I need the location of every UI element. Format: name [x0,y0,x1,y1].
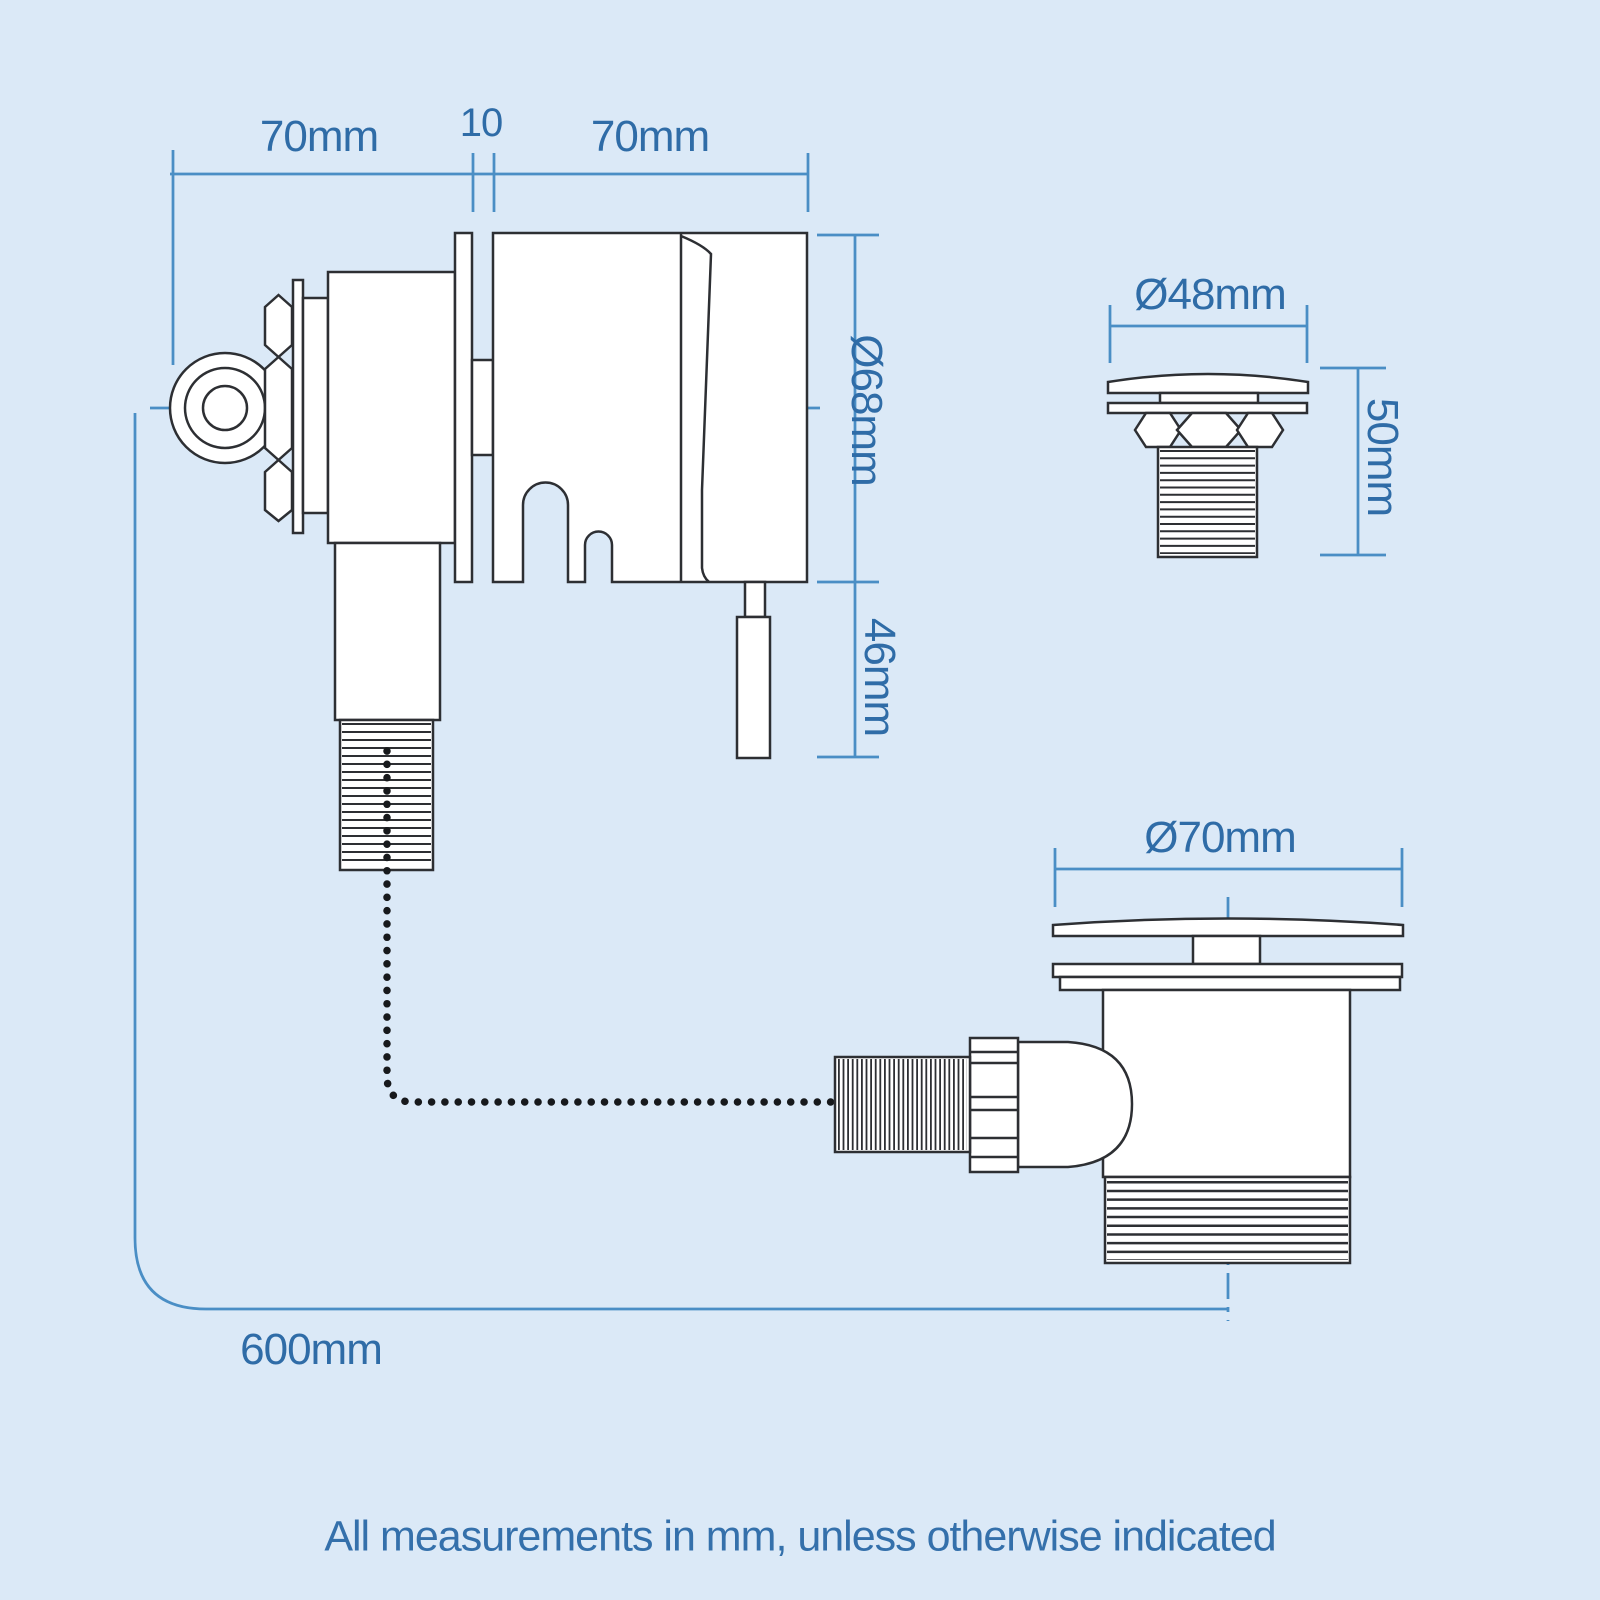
valve-plate-connector [470,358,495,457]
basin-waste-side-view [1106,372,1310,559]
basin-waste-diameter-dimension [1108,305,1309,363]
bath-waste-flange-upper [1051,962,1404,979]
dim-label-valve-body-diameter: Ø68mm [842,334,891,486]
valve-outlet-rings [168,351,282,465]
basin-waste-flange [1106,401,1309,415]
valve-pull-rod [735,580,772,760]
dim-label-bath-waste-diameter: Ø70mm [1144,813,1296,862]
dim-label-valve-width-left: 70mm [259,112,379,161]
bath-waste-side-view [833,917,1405,1265]
valve-body-right [491,231,809,584]
bath-waste-side-inlet [1016,1040,1134,1169]
dim-label-basin-waste-height: 50mm [1358,397,1407,517]
bath-waste-coupling-nut [968,1036,1020,1174]
valve-top-dimension [170,150,810,365]
bath-waste-cap-stem [1191,934,1262,966]
valve-wall-plate [453,231,474,584]
basin-waste-cap-stem [1158,391,1260,405]
bath-waste-cap [1051,917,1405,938]
pull-chain-dotted-line [383,747,938,1106]
bath-waste-threaded-rod [833,1055,972,1154]
valve-pull-rod-dimension [817,582,879,759]
dim-label-chain-length: 600mm [240,1325,383,1374]
basin-waste-height-dimension [1320,366,1386,557]
valve-handle-contour [680,234,713,583]
bath-waste-body [1101,988,1352,1179]
valve-diameter-dimension [817,233,879,584]
basin-waste-cap [1106,372,1310,395]
dim-label-basin-waste-diameter: Ø48mm [1134,270,1286,319]
valve-side-view [168,231,809,872]
dim-label-valve-pull-rod-length: 46mm [855,617,904,737]
bath-waste-bottom-thread [1103,1175,1352,1265]
valve-washer [291,278,305,535]
bath-waste-diameter-dimension [1053,848,1404,907]
bath-waste-flange-lower [1058,975,1402,992]
basin-waste-threaded-stem [1156,445,1259,559]
valve-body-left [326,270,457,545]
basin-waste-hex-nut [1133,411,1285,449]
dim-label-valve-width-right: 70mm [590,112,710,161]
chain-length-dimension [133,413,1228,1311]
valve-neck [333,541,442,722]
valve-backnut [263,293,294,523]
footer-measurement-note: All measurements in mm, unless otherwise… [324,1512,1276,1561]
dim-label-valve-plate-gap: 10 [459,101,503,145]
valve-spacer [301,296,330,515]
